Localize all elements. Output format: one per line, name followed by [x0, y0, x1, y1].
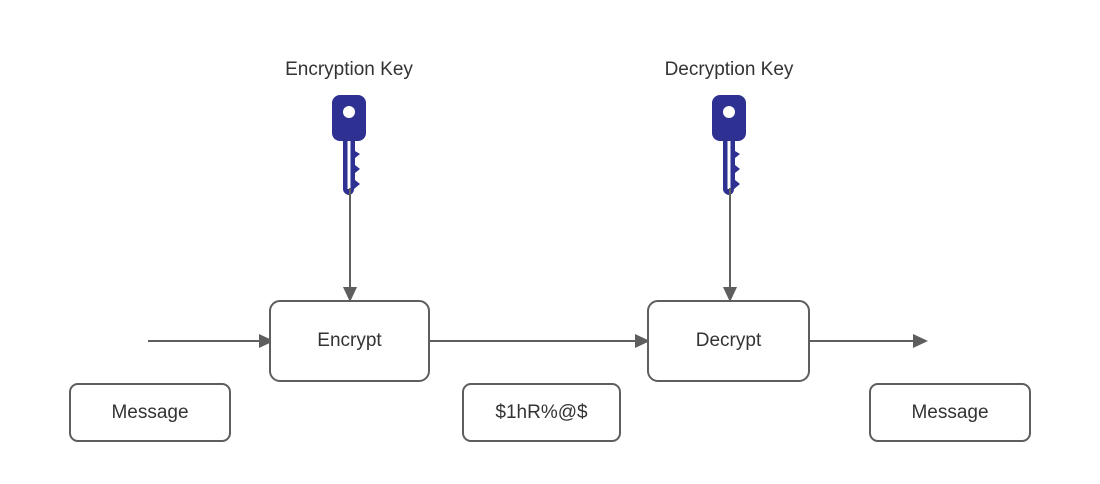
encryption-key-icon [327, 95, 371, 197]
message-input-label: Message [111, 401, 189, 423]
decrypt-node-label: Decrypt [695, 330, 762, 351]
decrypt-node[interactable]: Decrypt [647, 300, 810, 382]
message-input-node[interactable]: Message [69, 383, 231, 442]
edge-input-to-encrypt [148, 334, 274, 348]
ciphertext-node[interactable]: $1hR%@$ [462, 383, 621, 442]
decryption-key-label: Decryption Key [664, 59, 794, 80]
encrypt-node[interactable]: Encrypt [269, 300, 430, 382]
edge-decrypt-to-output [810, 334, 928, 348]
encryption-key-label: Encryption Key [285, 59, 413, 80]
edge-encryption-key-to-encrypt [343, 188, 357, 302]
message-output-node[interactable]: Message [869, 383, 1031, 442]
edge-decryption-key-to-decrypt [723, 188, 737, 302]
edge-encrypt-to-decrypt [430, 334, 650, 348]
encrypt-node-label: Encrypt [317, 330, 382, 351]
message-output-label: Message [911, 401, 989, 423]
ciphertext-label: $1hR%@$ [495, 401, 588, 423]
decryption-key-icon [707, 95, 751, 197]
